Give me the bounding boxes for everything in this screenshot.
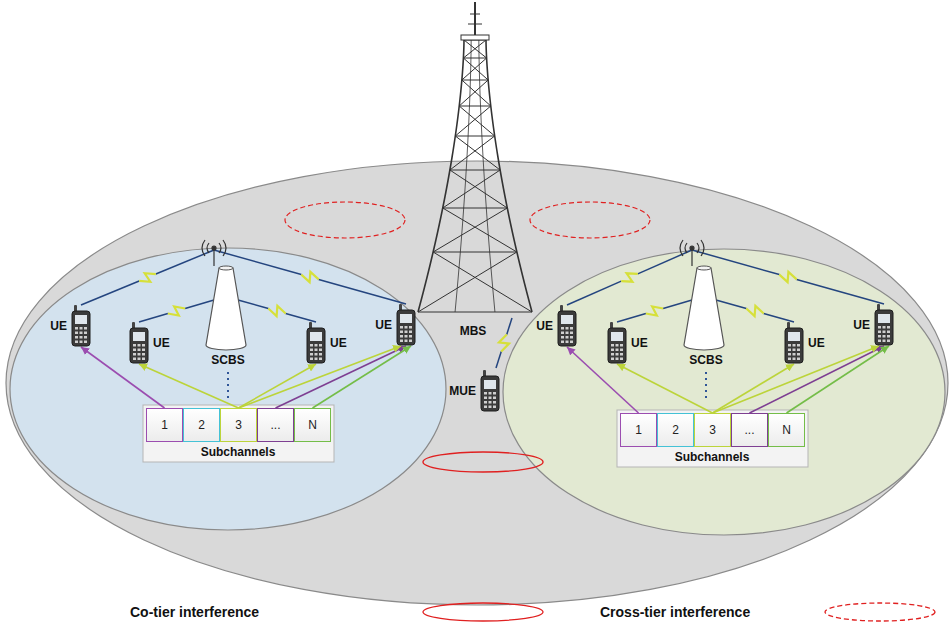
subchannel-number: ... xyxy=(270,419,280,431)
subchannel-assignment-arrow xyxy=(567,347,639,413)
small-cell-base-station xyxy=(684,266,724,350)
station-label: SCBS xyxy=(689,354,722,366)
subchannel-number: ... xyxy=(744,424,754,436)
subchannel-box: 3 xyxy=(220,408,257,442)
wireless-link xyxy=(617,300,692,322)
subchannel-assignment-arrow xyxy=(239,346,402,408)
ellipsis-dots xyxy=(227,372,229,400)
user-equipment: UE xyxy=(606,322,648,364)
user-equipment: UE xyxy=(783,322,825,364)
user-equipment: UE xyxy=(128,322,170,364)
macro-cell-area xyxy=(6,161,948,605)
subchannel-box: 1 xyxy=(146,408,183,442)
subchannel-caption: Subchannels xyxy=(201,446,276,458)
subchannel-box: ... xyxy=(731,413,768,447)
subchannel-number: 1 xyxy=(161,419,168,431)
wireless-link xyxy=(238,300,316,322)
small-cell-area xyxy=(10,248,446,530)
subchannel-box: N xyxy=(768,413,805,447)
subchannel-number: N xyxy=(308,419,317,431)
device-label: UE xyxy=(330,337,347,349)
device-label: UE xyxy=(853,319,870,331)
subchannel-box: N xyxy=(294,408,331,442)
subchannel-number: 2 xyxy=(672,424,679,436)
device-label: UE xyxy=(536,320,553,332)
user-equipment: UE xyxy=(853,304,895,346)
device-label: UE xyxy=(50,320,67,332)
wireless-link xyxy=(81,250,214,305)
phone-icon xyxy=(606,322,628,364)
cross-tier-mark xyxy=(285,202,405,238)
subchannel-box: 3 xyxy=(694,413,731,447)
cross-tier-mark xyxy=(530,202,650,238)
subchannel-number: 3 xyxy=(709,424,716,436)
legend-sample xyxy=(423,603,543,621)
subchannel-band xyxy=(143,405,334,462)
device-label: UE xyxy=(375,319,392,331)
user-equipment: UE xyxy=(375,304,417,346)
subchannel-assignment-arrow xyxy=(139,364,239,408)
subchannel-caption: Subchannels xyxy=(675,451,750,463)
subchannel-assignment-arrow xyxy=(276,346,407,408)
phone-icon xyxy=(556,305,578,347)
subchannel-band xyxy=(617,410,808,467)
device-label: UE xyxy=(808,337,825,349)
user-equipment: UE xyxy=(305,322,347,364)
subchannel-number: 2 xyxy=(198,419,205,431)
subchannel-box: 2 xyxy=(657,413,694,447)
subchannel-assignment-arrow xyxy=(617,364,713,413)
antenna-symbol xyxy=(202,240,226,266)
subchannel-box: 1 xyxy=(620,413,657,447)
user-equipment: UE xyxy=(50,305,92,347)
subchannel-number: 1 xyxy=(635,424,642,436)
station-label: SCBS xyxy=(211,354,244,366)
user-equipment: UE xyxy=(536,305,578,347)
wireless-link xyxy=(716,300,794,322)
subchannel-assignment-arrow xyxy=(313,346,412,408)
subchannel-box: 2 xyxy=(183,408,220,442)
user-equipment: MUE xyxy=(449,370,501,412)
wireless-link xyxy=(139,300,214,322)
macro-tower xyxy=(418,2,532,312)
subchannel-assignment-arrow xyxy=(713,364,795,413)
wireless-link xyxy=(692,250,884,304)
small-cell-base-station xyxy=(206,266,246,350)
phone-icon xyxy=(479,370,501,412)
subchannel-number: N xyxy=(782,424,791,436)
phone-icon xyxy=(128,322,150,364)
wireless-link xyxy=(214,250,406,304)
co-tier-mark xyxy=(423,452,543,472)
legend-text: Cross-tier interference xyxy=(600,605,750,619)
wireless-link xyxy=(567,250,692,305)
small-cell-area xyxy=(503,249,945,535)
subchannel-number: 3 xyxy=(235,419,242,431)
subchannel-box: ... xyxy=(257,408,294,442)
wireless-link xyxy=(496,318,512,368)
subchannel-assignment-arrow xyxy=(750,346,885,413)
legend-sample xyxy=(825,603,935,621)
phone-icon xyxy=(783,322,805,364)
subchannel-assignment-arrow xyxy=(239,364,317,408)
phone-icon xyxy=(305,322,327,364)
subchannel-assignment-arrow xyxy=(81,347,165,408)
device-label: UE xyxy=(153,337,170,349)
device-label: MUE xyxy=(449,385,476,397)
ellipsis-dots xyxy=(705,372,707,400)
antenna-symbol xyxy=(680,240,704,266)
device-label: UE xyxy=(631,337,648,349)
phone-icon xyxy=(70,305,92,347)
phone-icon xyxy=(395,304,417,346)
station-label: MBS xyxy=(460,325,487,337)
legend-text: Co-tier interference xyxy=(130,605,259,619)
phone-icon xyxy=(873,304,895,346)
